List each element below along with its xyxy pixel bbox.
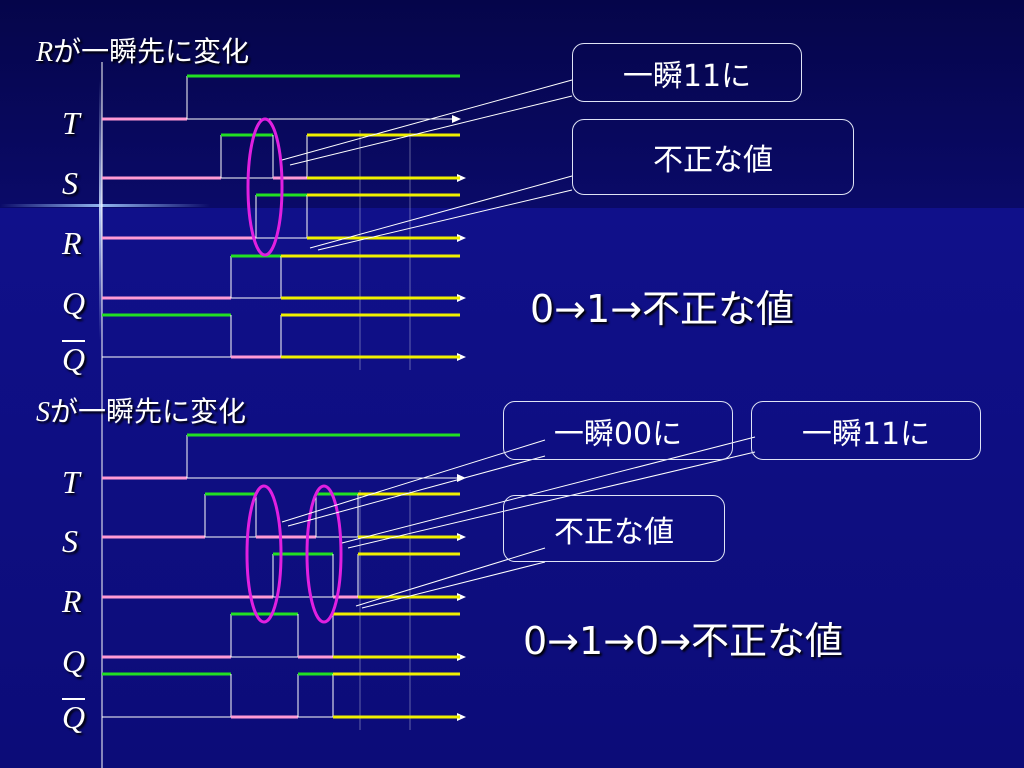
s1-waveform-qbar [102, 313, 466, 361]
s1-waveform-r [102, 193, 466, 242]
s2-waveform-q [102, 612, 466, 661]
s1-label-qbar: Q [62, 340, 86, 377]
section2-title: Sが一瞬先に変化 [36, 395, 247, 428]
s1-callout-momentary: 一瞬11に [572, 43, 802, 102]
s2-label-s: S [62, 523, 78, 559]
s1-waveform-t [102, 74, 461, 123]
s1-leader-momentary-2 [289, 95, 573, 166]
s2-callout-invalid: 不正な値 [503, 495, 725, 562]
s1-label-q: Q [62, 285, 86, 321]
s2-leader-momentary00 [281, 439, 546, 523]
s2-leader-momentary11 [341, 436, 756, 544]
s2-callout-momentary00: 一瞬00に [503, 401, 733, 460]
s2-leader-invalid-2 [361, 561, 546, 609]
s2-leader-momentary00-2 [287, 455, 546, 527]
s1-waveform-s [102, 133, 466, 182]
s1-label-r: R [62, 225, 82, 261]
s2-waveform-qbar [102, 672, 466, 721]
section2-waveforms [102, 433, 756, 721]
s1-leader-momentary [281, 79, 573, 161]
s2-leader-momentary11-2 [347, 451, 756, 549]
s2-callout-momentary11: 一瞬11に [751, 401, 981, 460]
s2-waveform-s [102, 492, 466, 541]
s1-callout-invalid: 不正な値 [572, 119, 854, 195]
grid-lines [359, 130, 411, 730]
section1-title: Rが一瞬先に変化 [36, 35, 250, 68]
s1-leader-invalid-2 [317, 189, 573, 251]
s2-waveform-t [102, 433, 466, 482]
s2-highlight-ellipse-1 [245, 484, 283, 624]
s1-sequence: 0→1→不正な値 [530, 287, 795, 331]
s1-waveform-q [102, 254, 466, 302]
s2-label-q: Q [62, 643, 86, 679]
s1-label-s: S [62, 165, 78, 201]
s1-label-t: T [62, 105, 80, 141]
s1-leader-invalid [309, 175, 573, 249]
s1-highlight-ellipse [246, 117, 284, 257]
s2-label-t: T [62, 464, 80, 500]
s2-label-r: R [62, 583, 82, 619]
section1-waveforms [102, 74, 573, 361]
s2-label-qbar: Q [62, 698, 86, 735]
s2-highlight-ellipse-2 [305, 484, 343, 624]
light-flare-vertical [99, 80, 102, 340]
s2-waveform-r [102, 552, 466, 601]
s2-sequence: 0→1→0→不正な値 [523, 619, 844, 663]
light-flare-horizontal [0, 204, 210, 207]
